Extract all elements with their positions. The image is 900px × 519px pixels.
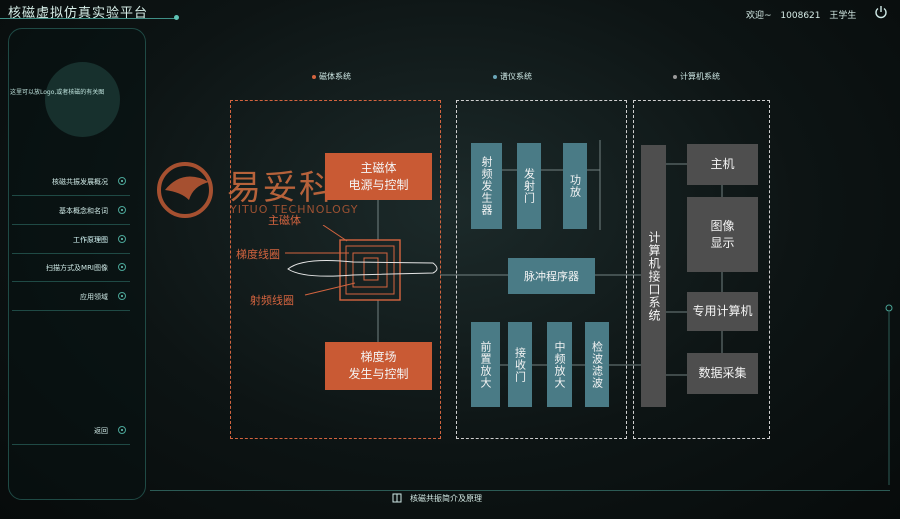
category-label: 谱仪系统 — [500, 72, 532, 81]
logo-placeholder — [45, 62, 120, 137]
watermark-logo-icon — [157, 162, 213, 218]
watermark-subtext: YITUO TECHNOLOGY — [230, 203, 359, 216]
main-magnet-label: 主磁体 — [268, 214, 301, 227]
nav-dot-icon — [118, 177, 126, 185]
magnet-system-box — [230, 100, 441, 439]
transmit-gate-block[interactable]: 发射门 — [517, 143, 541, 229]
category-magnet: 磁体系统 — [312, 71, 351, 82]
nav-dot-icon — [118, 292, 126, 300]
if-amp-block[interactable]: 中频放大 — [547, 322, 572, 407]
sidebar-item-label: 核磁共振发展概况 — [52, 178, 108, 186]
category-spectrometer: 谱仪系统 — [493, 71, 532, 82]
category-dot — [673, 74, 677, 79]
user-id: 1008621 — [780, 11, 821, 21]
coil-assembly-diagram — [285, 225, 438, 301]
back-label: 返回 — [94, 427, 108, 435]
special-computer-block[interactable]: 专用计算机 — [687, 292, 758, 331]
computer-interface-block[interactable]: 计算机接口系统 — [641, 145, 666, 407]
spectrometer-system-box — [456, 100, 627, 439]
detect-filter-label: 检波滤波 — [590, 340, 604, 389]
main-magnet-power-block[interactable]: 主磁体 电源与控制 — [325, 153, 432, 200]
app-title: 核磁虚拟仿真实验平台 — [8, 6, 149, 21]
gradient-coil-label: 梯度线圈 — [236, 248, 280, 261]
power-icon[interactable] — [874, 5, 888, 19]
category-dot — [493, 74, 497, 79]
if-amp-label: 中频放大 — [553, 340, 566, 389]
title-underline — [0, 18, 178, 19]
right-edge-decoration — [885, 304, 893, 485]
title-dot — [174, 15, 179, 20]
power-amp-block[interactable]: 功放 — [563, 143, 587, 229]
user-name: 王学生 — [829, 11, 857, 21]
sidebar-item-label: 基本概念和名词 — [59, 207, 108, 215]
pulse-programmer-block[interactable]: 脉冲程序器 — [508, 258, 595, 294]
welcome-bar: 欢迎~ 1008621 王学生 — [746, 8, 862, 21]
sidebar-item-label: 工作原理图 — [73, 236, 108, 244]
welcome-label: 欢迎~ — [746, 11, 772, 21]
nav-dot-icon — [118, 426, 126, 434]
category-label: 计算机系统 — [680, 72, 720, 81]
sidebar-item-scanning[interactable]: 扫描方式及MRI图像 — [12, 262, 130, 282]
receive-gate-label: 接收门 — [513, 346, 527, 383]
sidebar-item-principle[interactable]: 工作原理图 — [12, 234, 130, 254]
receive-gate-block[interactable]: 接收门 — [508, 322, 532, 407]
rf-generator-label: 射频发生器 — [480, 156, 493, 216]
rf-generator-block[interactable]: 射频发生器 — [471, 143, 502, 229]
image-display-block[interactable]: 图像 显示 — [687, 197, 758, 272]
computer-interface-label: 计算机接口系统 — [647, 230, 661, 322]
sidebar-item-label: 应用领域 — [80, 293, 108, 301]
sidebar-item-applications[interactable]: 应用领域 — [12, 291, 130, 311]
footer-title[interactable]: 核磁共振简介及原理 — [410, 494, 482, 503]
back-button[interactable]: 返回 — [12, 425, 130, 445]
host-block[interactable]: 主机 — [687, 144, 758, 185]
logo-text: 这里可以放Logo,或者核磁的有关图 — [10, 89, 105, 96]
power-amp-label: 功放 — [568, 174, 582, 198]
gradient-field-control-block[interactable]: 梯度场 发生与控制 — [325, 342, 432, 390]
category-computer: 计算机系统 — [673, 71, 720, 82]
book-icon — [392, 493, 402, 503]
transmit-gate-label: 发射门 — [522, 168, 536, 204]
sidebar-item-label: 扫描方式及MRI图像 — [46, 264, 108, 272]
nav-dot-icon — [118, 263, 126, 271]
category-dot — [312, 74, 316, 79]
rf-coil-label: 射频线圈 — [250, 294, 294, 307]
sidebar-item-concepts[interactable]: 基本概念和名词 — [12, 205, 130, 225]
preamp-label: 前置放大 — [479, 340, 492, 389]
footer-line — [150, 490, 890, 491]
nav-dot-icon — [118, 235, 126, 243]
category-label: 磁体系统 — [319, 72, 351, 81]
detect-filter-block[interactable]: 检波滤波 — [585, 322, 609, 407]
computer-system-box — [633, 100, 770, 439]
watermark-text: 易妥科 — [227, 168, 335, 208]
preamp-block[interactable]: 前置放大 — [471, 322, 500, 407]
data-acquisition-block[interactable]: 数据采集 — [687, 353, 758, 394]
sidebar-item-history[interactable]: 核磁共振发展概况 — [12, 176, 130, 196]
nav-dot-icon — [118, 206, 126, 214]
